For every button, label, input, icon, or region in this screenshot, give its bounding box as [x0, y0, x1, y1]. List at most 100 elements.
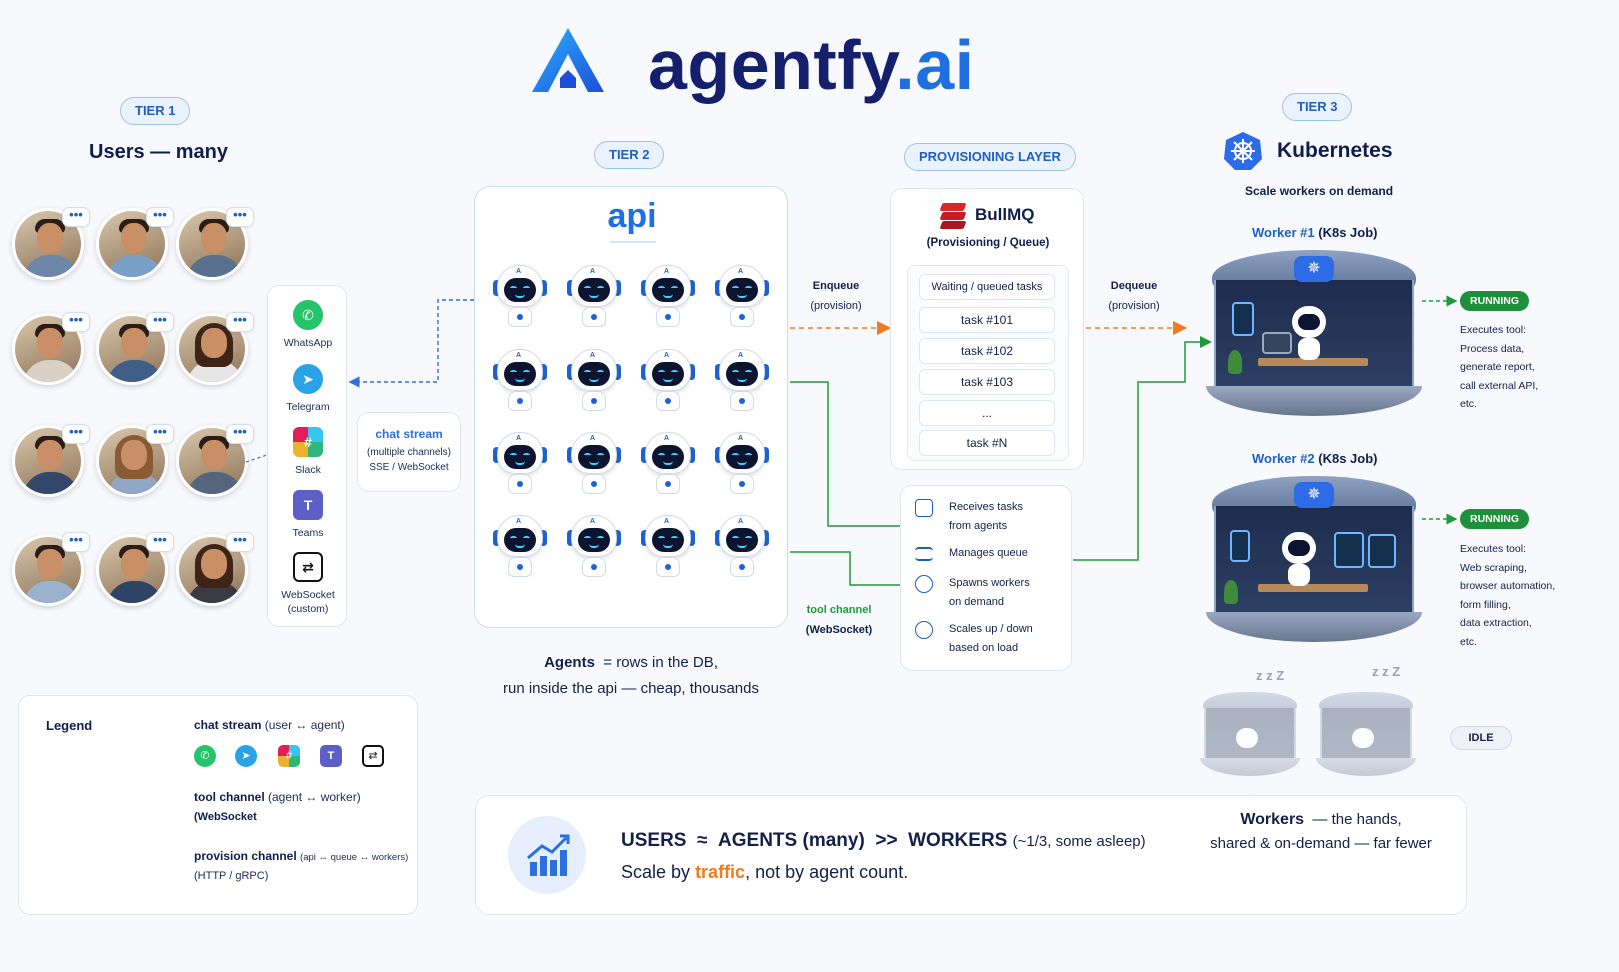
agent-robot-icon: A — [639, 265, 697, 331]
typing-bubble: ••• — [62, 207, 90, 227]
summary-panel: USERS ≈ AGENTS (many) >> WORKERS (~1/3, … — [475, 795, 1467, 915]
agent-robot-icon: A — [565, 349, 623, 415]
channel-whatsapp[interactable]: ✆ WhatsApp — [268, 300, 348, 350]
agent-robot-icon: A — [491, 265, 549, 331]
chat-stream-line1: (multiple channels) — [367, 447, 451, 458]
teams-icon: T — [320, 745, 342, 767]
slack-icon: # — [293, 427, 323, 457]
websocket-icon: ⇄ — [293, 552, 323, 582]
user-avatar — [176, 534, 248, 606]
user-avatar — [12, 208, 84, 280]
legend-title: Legend — [46, 718, 93, 733]
agent-robot-icon: A — [639, 515, 697, 581]
typing-bubble: ••• — [62, 424, 90, 444]
agent-robot-icon: A — [565, 515, 623, 581]
bullmq-subtitle: (Provisioning / Queue) — [926, 237, 1050, 249]
chat-stream-line2: SSE / WebSocket — [369, 462, 449, 473]
sleep-icon: z z Z — [1256, 668, 1285, 683]
worker2-room: ✵ — [1206, 476, 1422, 646]
agent-robot-icon: A — [565, 432, 623, 498]
agent-robot-icon: A — [565, 265, 623, 331]
bullmq-icon — [939, 203, 967, 229]
queue-task: ... — [919, 400, 1055, 426]
agent-robot-icon: A — [639, 349, 697, 415]
agent-robot-icon: A — [713, 265, 771, 331]
provisioning-features: Receives tasks from agents Manages queue… — [900, 485, 1072, 671]
tier2-pill: TIER 2 — [594, 141, 665, 169]
list-icon — [915, 547, 933, 561]
agent-robot-icon: A — [491, 432, 549, 498]
tier3-pill: TIER 3 — [1282, 93, 1353, 121]
channel-slack[interactable]: # Slack — [268, 427, 348, 477]
legend-channel-icons: ✆ ➤ # T ⇄ — [194, 745, 394, 769]
agent-robot-icon: A — [491, 515, 549, 581]
user-avatar — [96, 313, 168, 385]
chat-stream-box: chat stream (multiple channels) SSE / We… — [357, 412, 461, 492]
agent-robot-icon: A — [639, 432, 697, 498]
worker1-title: Worker #1 (K8s Job) — [1252, 225, 1378, 240]
chat-stream-line — [348, 299, 474, 388]
agent-robot-icon: A — [491, 349, 549, 415]
queue-task: task #N — [919, 430, 1055, 456]
legend-chat-label: chat stream (user ↔ agent) — [194, 718, 345, 732]
summary-scale-line: Scale by traffic, not by agent count. — [621, 862, 909, 882]
slack-icon: # — [278, 745, 300, 767]
bullmq-panel: BullMQ (Provisioning / Queue) Waiting / … — [890, 188, 1084, 470]
websocket-icon: ⇄ — [362, 745, 384, 767]
kubernetes-icon — [1224, 132, 1262, 170]
api-title: api — [607, 197, 657, 235]
typing-bubble: ••• — [146, 207, 174, 227]
tier1-pill: TIER 1 — [120, 97, 191, 125]
typing-bubble: ••• — [62, 312, 90, 332]
workers-caption: Workers — the hands, shared & on-demand … — [1210, 811, 1432, 852]
tool-channel-line-1 — [790, 381, 900, 527]
user-avatar — [96, 534, 168, 606]
queue-task: task #103 — [919, 369, 1055, 395]
idle-badge: IDLE — [1450, 726, 1512, 750]
brand-name: agentfy.ai — [648, 26, 975, 104]
provisioning-pill: PROVISIONING LAYER — [904, 143, 1076, 171]
queue-task: task #101 — [919, 307, 1055, 333]
worker2-title: Worker #2 (K8s Job) — [1252, 451, 1378, 466]
worker1-room: ✵ — [1206, 250, 1422, 420]
api-title-underline — [610, 241, 656, 243]
agent-robot-icon: A — [713, 349, 771, 415]
legend-tool-line2: (WebSocket — [194, 811, 257, 823]
legend-panel: Legend chat stream (user ↔ agent) ✆ ➤ # … — [18, 695, 418, 915]
bullmq-title: BullMQ — [975, 205, 1035, 224]
dequeue-label: Dequeue(provision) — [1108, 280, 1160, 312]
idle-worker-room — [1200, 692, 1300, 780]
kubernetes-icon: ✵ — [1294, 482, 1334, 508]
tool-channel-line-2 — [790, 551, 900, 586]
channel-teams[interactable]: T Teams — [268, 490, 348, 540]
worker2-status-badge: RUNNING — [1460, 509, 1529, 529]
kubernetes-title: Kubernetes — [1277, 139, 1393, 162]
agent-robot-icon: A — [713, 432, 771, 498]
user-avatar — [176, 313, 248, 385]
user-avatar — [12, 534, 84, 606]
tier1-title: Users — many — [89, 141, 228, 163]
typing-bubble: ••• — [146, 312, 174, 332]
typing-bubble: ••• — [226, 532, 254, 552]
typing-bubble: ••• — [226, 207, 254, 227]
typing-bubble: ••• — [146, 532, 174, 552]
growth-chart-icon — [508, 816, 586, 894]
legend-provision-line2: (HTTP / gRPC) — [194, 870, 269, 882]
legend-provision-label: provision channel (api ↔ queue ↔ workers… — [194, 849, 409, 863]
channel-telegram[interactable]: ➤ Telegram — [268, 364, 348, 414]
channel-websocket[interactable]: ⇄ WebSocket (custom) — [268, 552, 348, 616]
idle-worker-room — [1316, 692, 1416, 780]
kubernetes-subtitle: Scale workers on demand — [1245, 184, 1394, 198]
tool-channel-label: tool channel(WebSocket) — [805, 604, 873, 636]
worker1-status-badge: RUNNING — [1460, 291, 1529, 311]
typing-bubble: ••• — [146, 424, 174, 444]
queue-header: Waiting / queued tasks — [919, 274, 1055, 300]
spawn-icon — [915, 575, 933, 593]
typing-bubble: ••• — [226, 424, 254, 444]
sleep-icon: z z Z — [1372, 664, 1401, 679]
telegram-icon: ➤ — [235, 745, 257, 767]
legend-tool-label: tool channel (agent ↔ worker) — [194, 790, 361, 804]
queue-task: task #102 — [919, 338, 1055, 364]
typing-bubble: ••• — [62, 532, 90, 552]
